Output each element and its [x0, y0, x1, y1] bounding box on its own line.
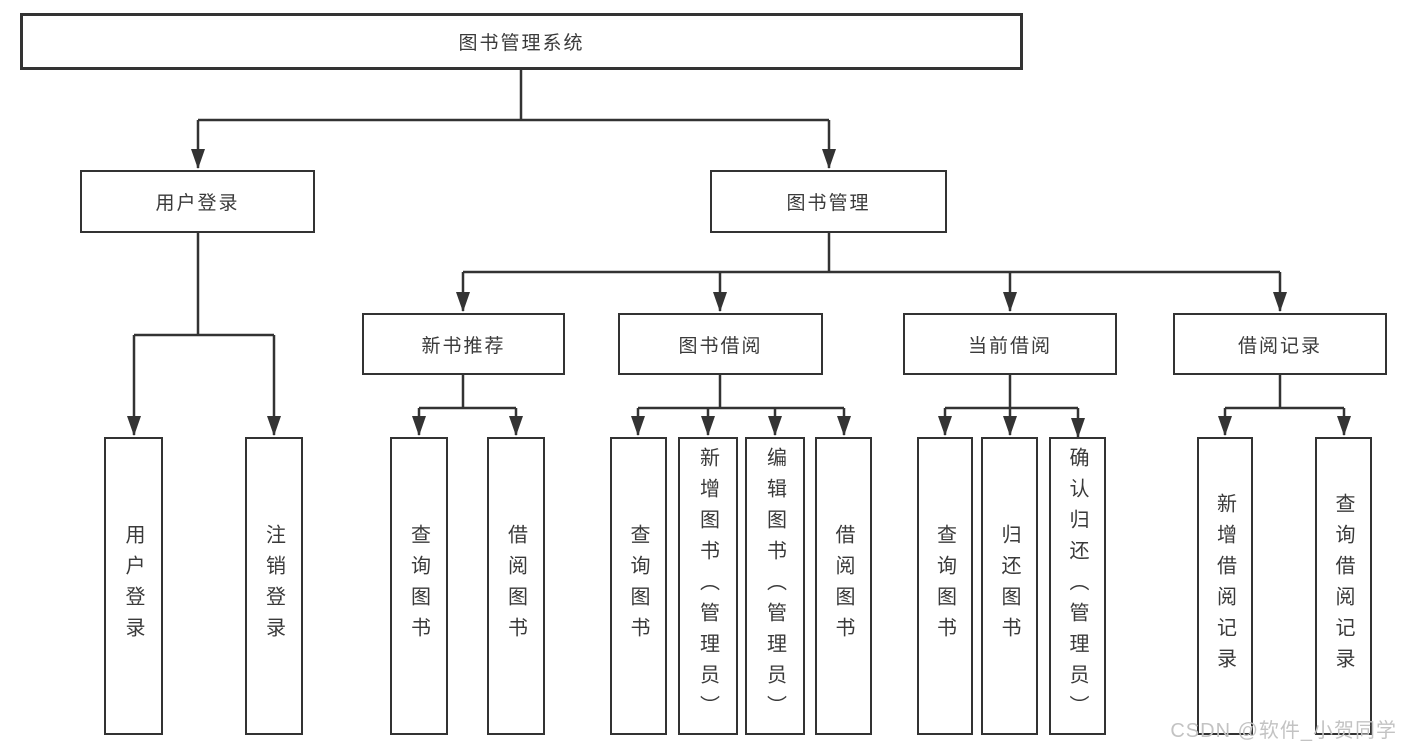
node-new-book-recommend: 新书推荐	[362, 313, 565, 375]
node-book-management: 图书管理	[710, 170, 947, 233]
leaf-add-books-admin: 新增图书（管理员）	[678, 437, 738, 735]
node-book-borrowing: 图书借阅	[618, 313, 823, 375]
leaf-return-books: 归还图书	[981, 437, 1038, 735]
leaf-query-borrow-record-label: 查询借阅记录	[1332, 493, 1354, 679]
leaf-query-borrow-record: 查询借阅记录	[1315, 437, 1372, 735]
leaf-confirm-return-admin: 确认归还（管理员）	[1049, 437, 1106, 735]
leaf-add-books-admin-label: 新增图书（管理员）	[696, 446, 719, 726]
leaf-current-query-books-label: 查询图书	[933, 524, 956, 648]
leaf-borrow-books: 借阅图书	[815, 437, 872, 735]
leaf-recommend-query-books-label: 查询图书	[407, 524, 430, 648]
leaf-return-books-label: 归还图书	[998, 524, 1020, 648]
leaf-borrow-books-label: 借阅图书	[832, 524, 854, 648]
leaf-add-borrow-record-label: 新增借阅记录	[1213, 493, 1236, 679]
leaf-recommend-query-books: 查询图书	[390, 437, 448, 735]
leaf-logout: 注销登录	[245, 437, 303, 735]
leaf-user-login-label: 用户登录	[122, 524, 144, 648]
node-current-borrowing: 当前借阅	[903, 313, 1117, 375]
node-user-login: 用户登录	[80, 170, 315, 233]
leaf-borrow-query-books: 查询图书	[610, 437, 667, 735]
leaf-edit-books-admin: 编辑图书（管理员）	[745, 437, 805, 735]
leaf-recommend-borrow-books: 借阅图书	[487, 437, 545, 735]
leaf-edit-books-admin-label: 编辑图书（管理员）	[763, 446, 786, 726]
csdn-watermark: CSDN @软件_小贺同学	[1170, 720, 1397, 742]
leaf-add-borrow-record: 新增借阅记录	[1197, 437, 1253, 735]
leaf-user-login: 用户登录	[104, 437, 163, 735]
node-library-management-system: 图书管理系统	[20, 13, 1023, 70]
leaf-recommend-borrow-books-label: 借阅图书	[504, 524, 527, 648]
leaf-confirm-return-admin-label: 确认归还（管理员）	[1066, 446, 1088, 726]
leaf-borrow-query-books-label: 查询图书	[627, 524, 649, 648]
leaf-logout-label: 注销登录	[262, 524, 285, 648]
leaf-current-query-books: 查询图书	[917, 437, 973, 735]
node-borrowing-records: 借阅记录	[1173, 313, 1387, 375]
